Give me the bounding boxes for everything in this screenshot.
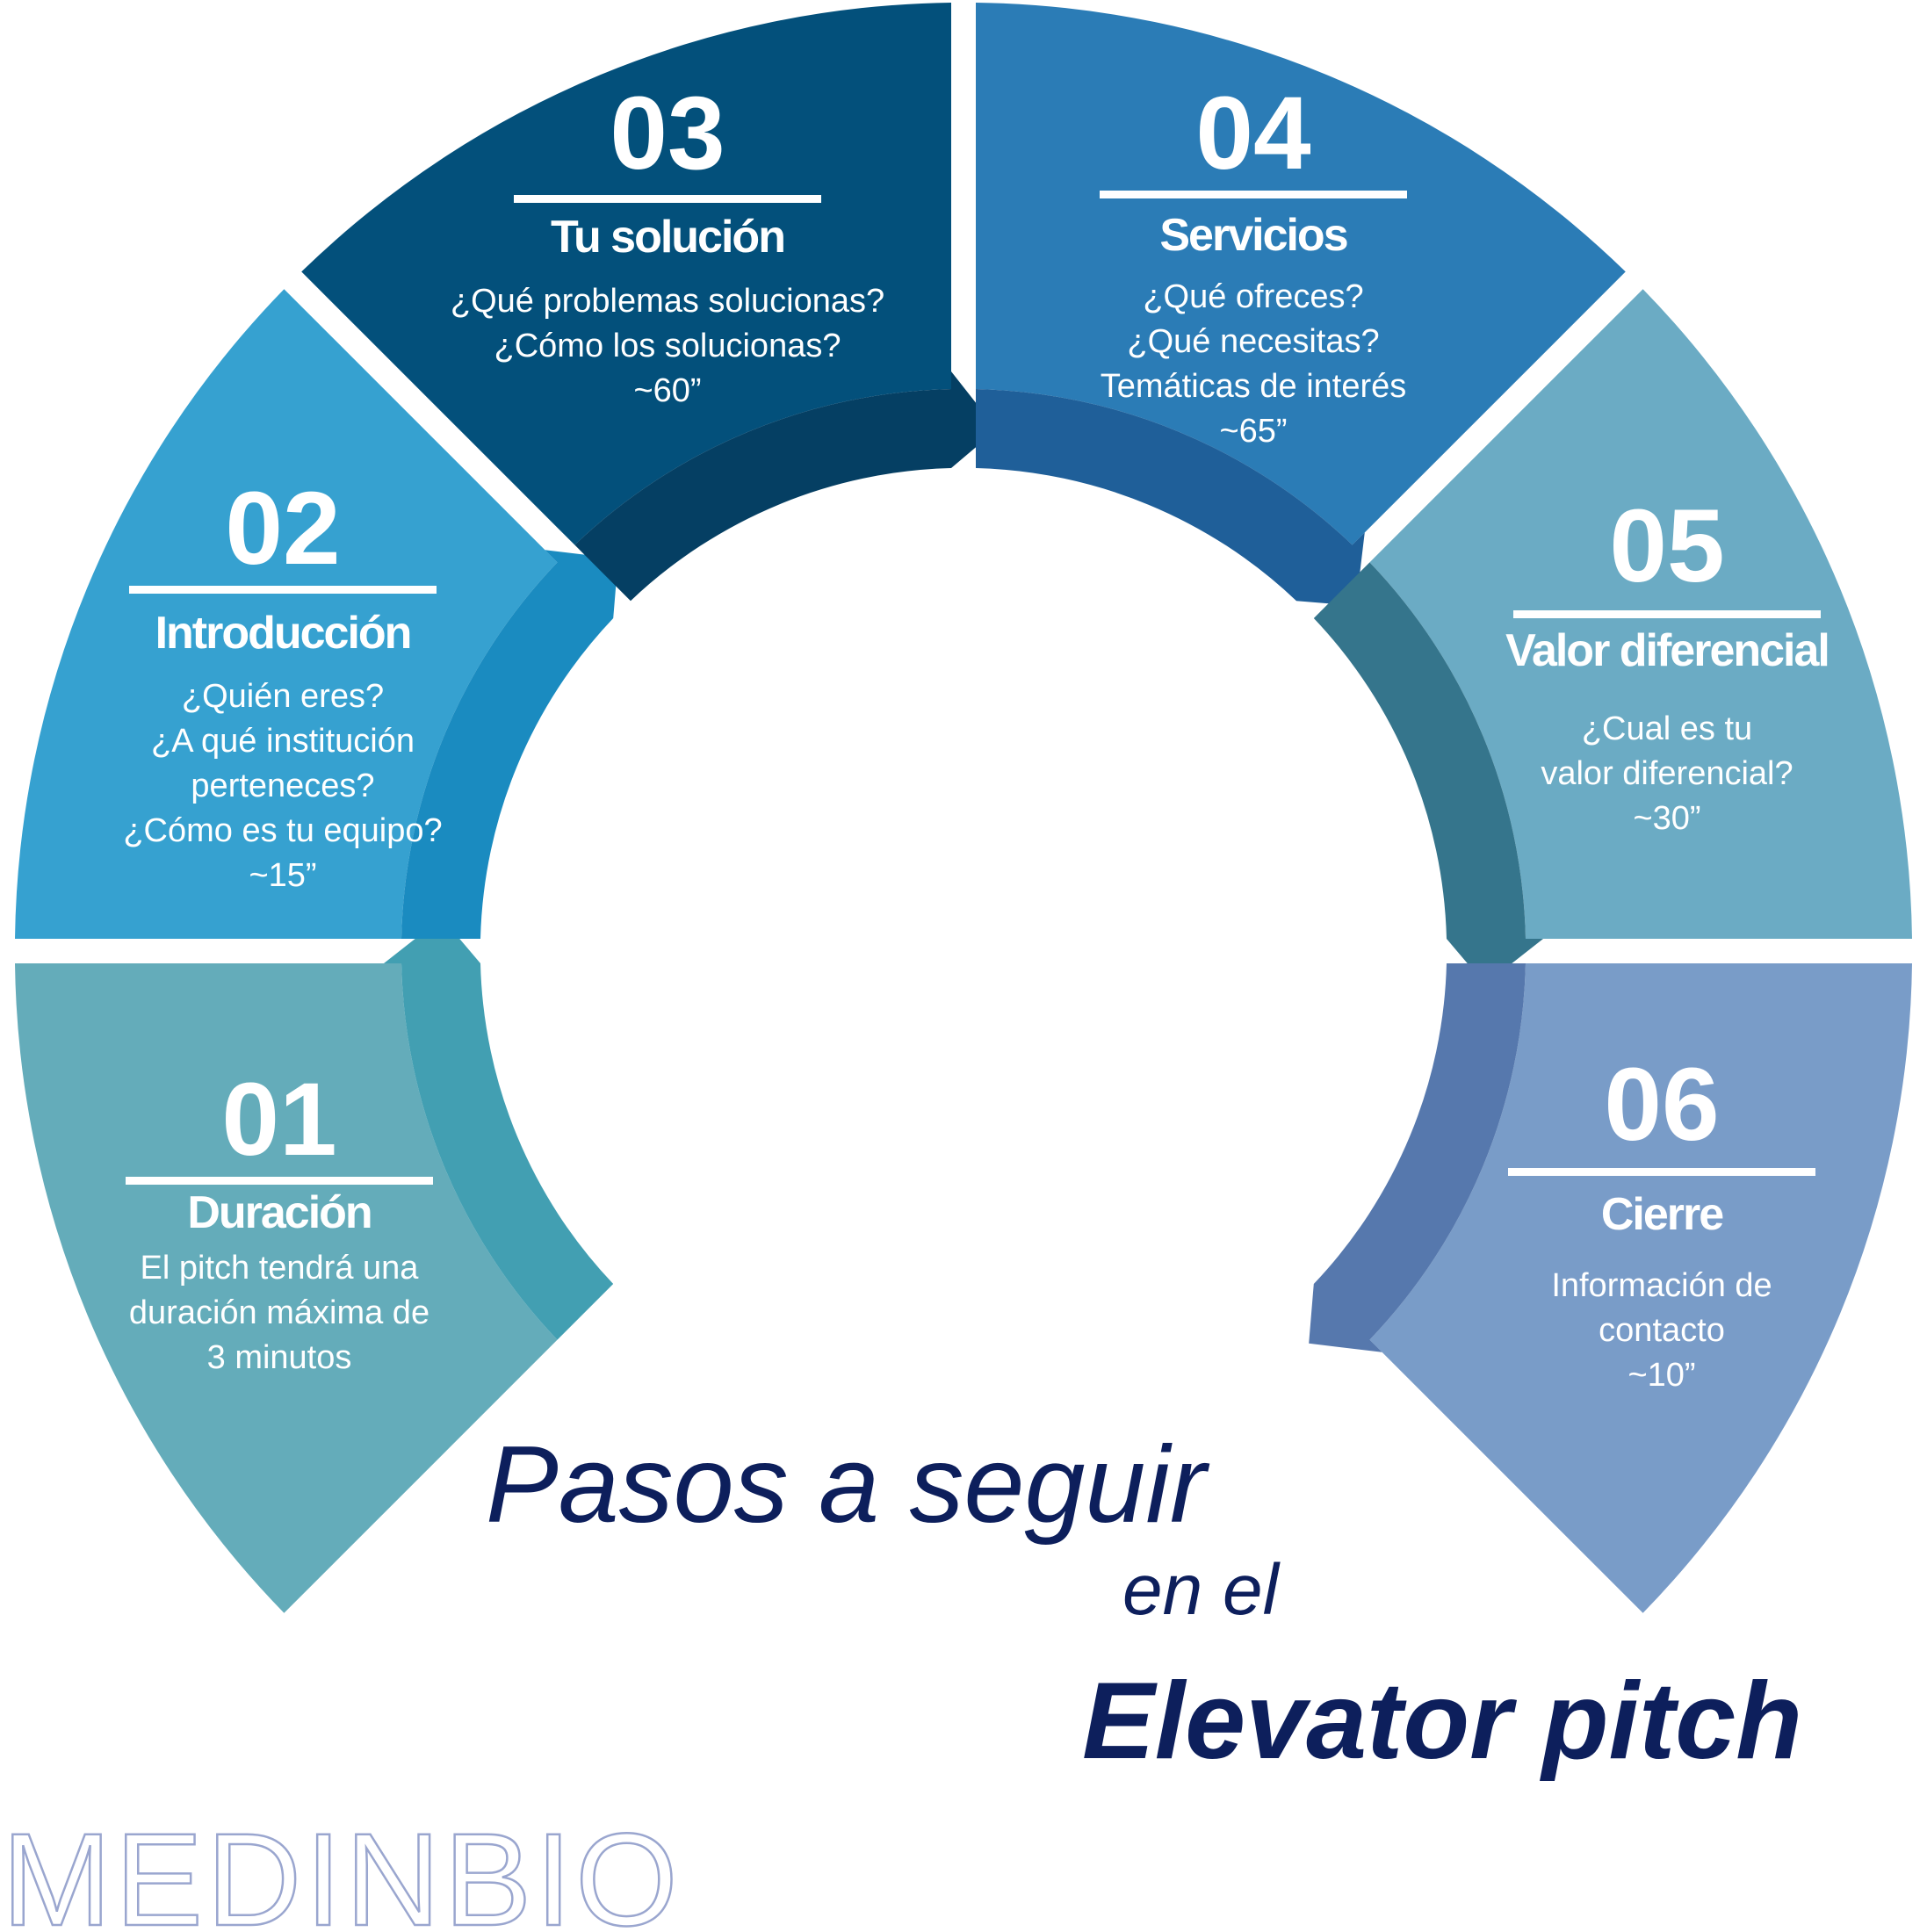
title-line-3: Elevator pitch: [1082, 1661, 1802, 1782]
segment-01-divider: [126, 1177, 433, 1185]
segment-01-text-line: duración máxima de: [129, 1294, 429, 1331]
segment-02-title: Introducción: [155, 608, 411, 659]
title-line-1: Pasos a seguir: [486, 1424, 1210, 1546]
segment-02-outer-band: [15, 289, 558, 939]
segment-01-number: 01: [221, 1062, 336, 1178]
segment-06-text-line: Información de: [1551, 1267, 1772, 1304]
segment-04-title: Servicios: [1159, 210, 1346, 261]
segment-01-text-line: 3 minutos: [207, 1339, 352, 1376]
segment-05-text-line: ~30”: [1633, 800, 1700, 837]
segment-05-text-line: valor diferencial?: [1541, 755, 1793, 792]
segment-05-number: 05: [1609, 488, 1724, 604]
segment-04-text-line: Temáticas de interés: [1101, 368, 1407, 405]
segment-02-inner-band: [401, 550, 618, 939]
segment-02-text-line: ¿Quién eres?: [182, 678, 384, 715]
segment-03-number: 03: [610, 76, 725, 191]
segment-03-title: Tu solución: [551, 212, 784, 263]
segment-04-outer-band: [976, 3, 1626, 545]
segment-01-inner-band: [384, 918, 614, 1340]
segment-03-text-line: ¿Qué problemas solucionas?: [451, 283, 884, 320]
brand-logo-text: MEDINBIO: [2, 1806, 682, 1932]
segment-06-text-line: ~10”: [1627, 1357, 1695, 1394]
segment-05-divider: [1513, 610, 1821, 618]
segment-02-text-line: perteneces?: [191, 768, 374, 804]
segment-02-number: 02: [225, 471, 340, 587]
segment-04-number: 04: [1195, 76, 1310, 191]
segment-02-text-line: ~15”: [249, 857, 316, 894]
segment-01-title: Duración: [187, 1187, 371, 1238]
segment-04-text-line: ~65”: [1219, 413, 1287, 450]
segment-05-title: Valor diferencial: [1505, 625, 1829, 676]
segment-04-text-line: ¿Qué ofreces?: [1143, 278, 1363, 315]
segment-04-inner-band: [976, 389, 1365, 606]
title-line-2: en el: [1122, 1550, 1281, 1630]
segment-05-text-line: ¿Cual es tu: [1582, 710, 1752, 747]
segment-01-outer-band: [15, 963, 558, 1613]
segment-06-inner-band: [1309, 963, 1526, 1352]
segment-06-outer-band: [1369, 963, 1912, 1613]
segment-06-divider: [1508, 1168, 1815, 1176]
segment-04-text-line: ¿Qué necesitas?: [1127, 323, 1379, 360]
segment-03-divider: [514, 195, 821, 203]
segment-05-inner-band: [1313, 562, 1543, 984]
segment-02-divider: [129, 586, 437, 594]
segment-03-inner-band: [574, 371, 997, 602]
segment-06-title: Cierre: [1601, 1189, 1723, 1240]
segment-01-text-line: El pitch tendrá una: [141, 1250, 420, 1287]
segment-03: 03 Tu solución ¿Qué problemas solucionas? ¿…: [301, 3, 997, 602]
segment-06-number: 06: [1604, 1047, 1719, 1163]
segment-02-text-line: ¿Cómo es tu equipo?: [123, 812, 442, 849]
segment-03-text-line: ¿Cómo los solucionas?: [494, 328, 841, 364]
segment-04-divider: [1100, 191, 1407, 198]
segment-03-text-line: ~60”: [633, 372, 701, 409]
segment-03-outer-band: [301, 3, 951, 545]
segment-02-text-line: ¿A qué institución: [151, 723, 415, 760]
segment-06-text-line: contacto: [1599, 1312, 1725, 1349]
